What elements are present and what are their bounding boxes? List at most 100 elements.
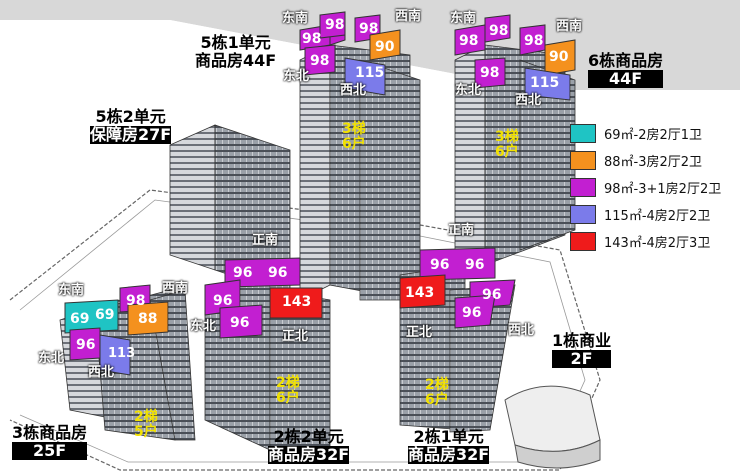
unit-t52-b: 96 <box>268 265 288 281</box>
building-6-spec: 44F <box>588 70 664 88</box>
tower-6 <box>454 44 576 281</box>
unit-t2w-b: 96 <box>230 315 250 331</box>
building-2-1-name: 2栋1单元 <box>413 427 484 446</box>
unit-t6-d: 90 <box>549 49 569 65</box>
unit-t5-a: 98 <box>302 31 322 47</box>
legend-text-115: 115㎡-4房2厅2卫 <box>604 209 711 224</box>
unit-t3-e: 88 <box>138 311 158 327</box>
legend-text-98: 98㎡-3+1房2厅2卫 <box>604 182 722 197</box>
building-label-3: 3栋商品房 25F <box>12 423 88 460</box>
building-label-2-2: 2栋2单元 商品房32F <box>268 427 350 464</box>
dir-zhengnan-t2e: 正南 <box>448 223 475 238</box>
building-5-2-spec: 保障房27F <box>90 125 172 144</box>
unit-t2w-a: 96 <box>213 293 233 309</box>
dir-zhengnan-t2w: 正南 <box>252 233 279 248</box>
tower-3-units <box>64 284 169 376</box>
unit-t2w-c: 143 <box>282 294 312 310</box>
unit-t6-b: 98 <box>489 23 509 39</box>
unit-t3-b: 69 <box>95 307 115 323</box>
unit-t2e-c: 143 <box>405 285 435 301</box>
building-2-2-spec: 商品房32F <box>268 445 350 464</box>
unit-t6-c: 98 <box>524 33 544 49</box>
building-2-2-name: 2栋2单元 <box>273 427 344 446</box>
unit-t5-b: 98 <box>325 17 345 33</box>
unit-t3-d: 98 <box>126 293 146 309</box>
dir-xinan-t6: 西南 <box>556 19 583 34</box>
tower-6-core-note: 3梯 6户 <box>495 129 519 160</box>
dir-xinan-t3: 西南 <box>162 281 189 296</box>
unit-t2e-d: 96 <box>482 287 502 303</box>
unit-t3-a: 69 <box>70 311 90 327</box>
legend-row-143: 143㎡-4房2厅3卫 <box>570 228 735 255</box>
legend-text-88: 88㎡-3房2厅2卫 <box>604 155 703 170</box>
unit-t2e-b: 96 <box>465 257 485 273</box>
building-1-name: 1栋商业 <box>552 331 612 350</box>
building-5-1-spec: 商品房44F <box>195 51 277 70</box>
unit-t6-e: 98 <box>480 65 500 81</box>
unit-t5-c: 98 <box>359 21 379 37</box>
building-1-spec: 2F <box>552 350 612 368</box>
legend-row-69: 69㎡-2房2厅1卫 <box>570 120 735 147</box>
dir-xibei-t3: 西北 <box>88 365 115 380</box>
building-label-5-1: 5栋1单元 商品房44F <box>195 34 276 70</box>
tower-5-units <box>299 11 401 96</box>
building-6-name: 6栋商品房 <box>588 51 664 70</box>
tower-6-units <box>454 14 576 101</box>
tower-2-1-core-note: 2梯 6户 <box>425 377 449 408</box>
dir-zhengbei-t2w: 正北 <box>282 329 309 344</box>
unit-t3-f: 113 <box>108 346 136 361</box>
legend-swatch-143 <box>570 232 596 251</box>
legend-swatch-98 <box>570 178 596 197</box>
tower-5-2-units <box>224 257 301 288</box>
commercial-building-1 <box>504 385 601 469</box>
legend-swatch-69 <box>570 124 596 143</box>
building-3-name: 3栋商品房 <box>12 423 88 442</box>
building-2-1-spec: 商品房32F <box>408 445 490 464</box>
legend-swatch-88 <box>570 151 596 170</box>
dir-dongbei-t3: 东北 <box>38 351 65 366</box>
unit-t5-f: 115 <box>355 65 385 81</box>
unit-t3-c: 96 <box>76 337 96 353</box>
dir-xibei-t6: 西北 <box>515 93 542 108</box>
dir-dongnan-t6: 东南 <box>450 11 477 26</box>
legend-row-88: 88㎡-3房2厅2卫 <box>570 147 735 174</box>
unit-t2e-a: 96 <box>430 257 450 273</box>
unit-t52-a: 96 <box>233 265 253 281</box>
dir-xibei-t5: 西北 <box>340 83 367 98</box>
building-5-1-name: 5栋1单元 <box>200 33 271 52</box>
dir-zhengbei-t2e: 正北 <box>406 325 433 340</box>
tower-2-2-core-note: 2梯 6户 <box>276 375 300 406</box>
unit-t2e-e: 96 <box>462 305 482 321</box>
tower-3-core-note: 2梯 5户 <box>134 409 158 440</box>
building-label-2-1: 2栋1单元 商品房32F <box>408 427 490 464</box>
tower-5-2 <box>169 124 291 296</box>
building-3-spec: 25F <box>12 442 88 460</box>
tower-2-unit-1-units <box>399 247 516 329</box>
legend-text-69: 69㎡-2房2厅1卫 <box>604 128 703 143</box>
building-label-6: 6栋商品房 44F <box>588 51 664 88</box>
dir-xinan-t5: 西南 <box>395 9 422 24</box>
tower-2-unit-2-units <box>204 279 323 339</box>
legend-text-143: 143㎡-4房2厅3卫 <box>604 236 711 251</box>
unit-t6-f: 115 <box>530 75 560 91</box>
dir-dongbei-t2w: 东北 <box>190 319 217 334</box>
building-label-5-2: 5栋2单元 保障房27F <box>90 107 172 144</box>
legend-row-115: 115㎡-4房2厅2卫 <box>570 201 735 228</box>
building-label-1: 1栋商业 2F <box>552 331 612 368</box>
legend-swatch-115 <box>570 205 596 224</box>
unit-t5-e: 98 <box>310 53 330 69</box>
unit-t5-d: 90 <box>375 39 395 55</box>
dir-dongbei-t6: 东北 <box>455 83 482 98</box>
dir-dongbei-t5: 东北 <box>283 69 310 84</box>
unit-type-legend: 69㎡-2房2厅1卫 88㎡-3房2厅2卫 98㎡-3+1房2厅2卫 115㎡-… <box>570 120 735 255</box>
building-5-2-name: 5栋2单元 <box>95 107 166 126</box>
dir-dongnan-t5: 东南 <box>282 11 309 26</box>
tower-5-core-note: 3梯 6户 <box>342 121 366 152</box>
unit-t6-a: 98 <box>459 33 479 49</box>
tower-5 <box>299 44 421 301</box>
dir-xibei-t2e: 西北 <box>508 323 535 338</box>
dir-dongnan-t3: 东南 <box>58 283 85 298</box>
legend-row-98: 98㎡-3+1房2厅2卫 <box>570 174 735 201</box>
